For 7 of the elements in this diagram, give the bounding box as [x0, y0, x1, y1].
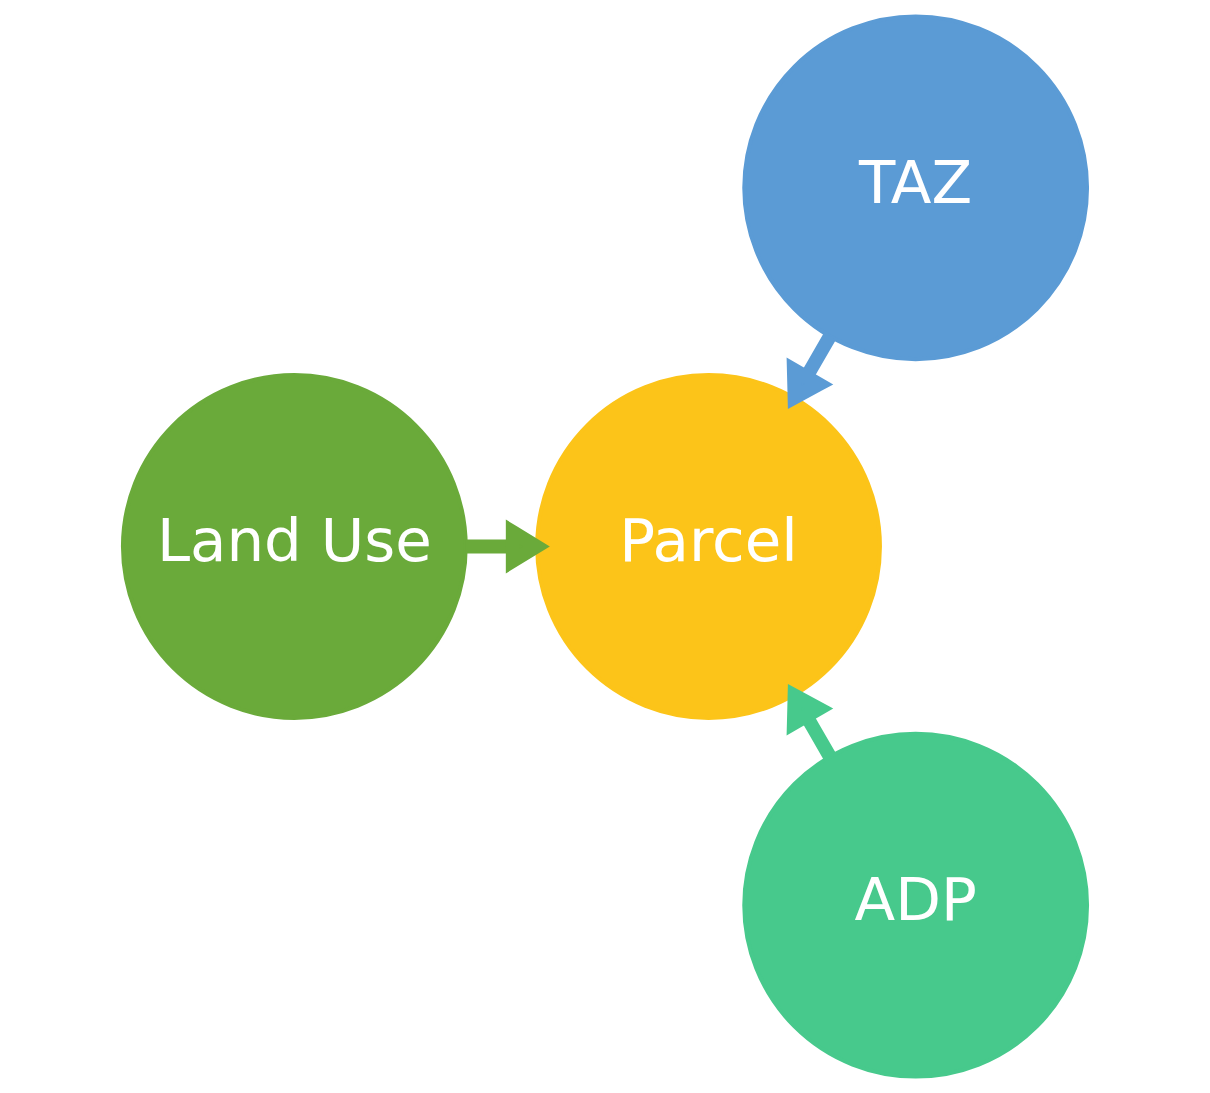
arrow [786, 683, 836, 761]
node-circle: Parcel [535, 373, 882, 720]
node-circle: Land Use [120, 373, 468, 720]
arrow [465, 519, 550, 574]
arrow [786, 332, 836, 410]
node-circle: TAZ [742, 14, 1090, 362]
node-circle: ADP [742, 731, 1090, 1079]
